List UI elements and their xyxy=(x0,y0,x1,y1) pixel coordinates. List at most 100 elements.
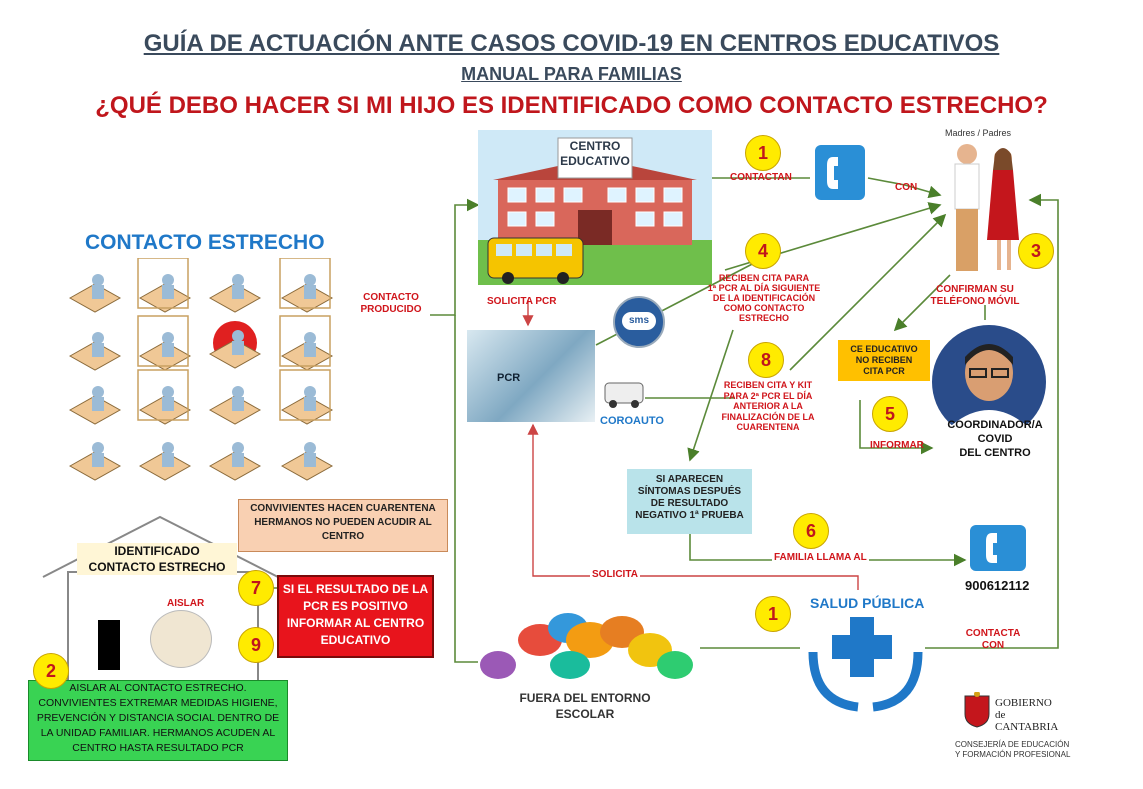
res-line3: INFORMAR AL CENTRO xyxy=(286,616,425,630)
sintomas-line3: DE RESULTADO xyxy=(650,498,729,509)
gob-line3: CANTABRIA xyxy=(995,721,1059,733)
consejeria-label: CONSEJERÍA DE EDUCACIÓN Y FORMACIÓN PROF… xyxy=(955,740,1070,760)
reciben-cita-1-text: RECIBEN CITA PARA 1ª PCR AL DÍA SIGUIENT… xyxy=(700,273,828,323)
ident-line1: IDENTIFICADO xyxy=(114,544,200,558)
solicita-label: SOLICITA xyxy=(590,569,640,580)
green-line1: AISLAR AL CONTACTO ESTRECHO. xyxy=(69,682,247,694)
madres-padres-label: Madres / Padres xyxy=(945,128,1012,138)
contacto-producido-label: CONTACTO PRODUCIDO xyxy=(355,292,427,316)
res-line4: EDUCATIVO xyxy=(320,633,391,647)
step-4: 4 xyxy=(745,233,781,269)
confirman-line1: CONFIRMAN SU xyxy=(936,284,1014,295)
rc1-line4: COMO CONTACTO xyxy=(723,303,805,313)
reciben-cita-2-text: RECIBEN CITA Y KIT PARA 2ª PCR EL DÍA AN… xyxy=(708,380,828,433)
sms-bubble-icon: sms xyxy=(613,296,665,348)
contacta-line1: CONTACTA xyxy=(965,628,1021,639)
step-6: 6 xyxy=(793,513,829,549)
ident-line2: CONTACTO ESTRECHO xyxy=(88,560,226,574)
salud-publica-label: SALUD PÚBLICA xyxy=(810,595,925,611)
coord-line1: COORDINADOR/A xyxy=(947,419,1043,431)
step-1-top: 1 xyxy=(745,135,781,171)
parents-figures-icon xyxy=(954,144,1019,271)
ce-line2: NO RECIBEN xyxy=(855,355,913,365)
rc1-line1: RECIBEN CITA PARA xyxy=(718,273,810,283)
cons-line1: CONSEJERÍA DE EDUCACIÓN xyxy=(955,740,1070,749)
rc1-line2: 1ª PCR AL DÍA SIGUIENTE xyxy=(707,283,821,293)
cons-line2: Y FORMACIÓN PROFESIONAL xyxy=(955,750,1071,759)
step-7: 7 xyxy=(238,570,274,606)
speech-bubbles-icon xyxy=(480,613,693,679)
sintomas-line4: NEGATIVO 1ª PRUEBA xyxy=(635,510,744,521)
health-cross-hands-icon xyxy=(808,617,923,712)
rc2-line3: ANTERIOR A LA xyxy=(733,401,803,411)
solicita-pcr-label: SOLICITA PCR xyxy=(487,296,557,307)
step-9: 9 xyxy=(238,627,274,663)
rc2-line5: CUARENTENA xyxy=(736,422,800,432)
pcr-swab-photo: PCR xyxy=(467,330,595,422)
aislar-desk-icon xyxy=(150,610,212,668)
coordinator-avatar-icon xyxy=(932,325,1046,425)
sms-text: sms xyxy=(622,312,656,330)
cantabria-shield-icon xyxy=(964,692,990,728)
main-title: GUÍA DE ACTUACIÓN ANTE CASOS COVID-19 EN… xyxy=(143,30,1000,57)
rc1-line3: DE LA IDENTIFICACIÓN xyxy=(712,293,816,303)
res-line1: SI EL RESULTADO DE LA xyxy=(282,582,429,596)
contacto-producido-line2: PRODUCIDO xyxy=(360,304,422,315)
step-3: 3 xyxy=(1018,233,1054,269)
gob-line1: GOBIERNO xyxy=(995,697,1052,709)
step-5: 5 xyxy=(872,396,908,432)
sintomas-box: SI APARECEN SÍNTOMAS DESPUÉS DE RESULTAD… xyxy=(627,469,752,534)
sintomas-line2: SÍNTOMAS DESPUÉS xyxy=(637,486,742,497)
fuera-line1: FUERA DEL ENTORNO xyxy=(519,691,651,705)
rc2-line4: FINALIZACIÓN DE LA xyxy=(721,411,815,422)
green-line2: CONVIVIENTES EXTREMAR MEDIDAS HIGIENE, xyxy=(38,697,278,709)
gob-line2: de xyxy=(995,709,1006,721)
contacta-con-label: CONTACTA CON xyxy=(960,628,1026,652)
identificado-box: IDENTIFICADO CONTACTO ESTRECHO xyxy=(77,543,237,575)
pcr-text: PCR xyxy=(497,372,521,384)
rc2-line2: PARA 2ª PCR EL DÍA xyxy=(723,390,813,401)
confirman-line2: TELÉFONO MÓVIL xyxy=(930,296,1020,307)
conv-line1: CONVIVIENTES HACEN CUARENTENA xyxy=(250,503,436,514)
rc1-line5: ESTRECHO xyxy=(738,313,789,323)
contacto-producido-line1: CONTACTO xyxy=(363,292,419,303)
green-line3: PREVENCIÓN Y DISTANCIA SOCIAL DENTRO DE xyxy=(36,712,280,724)
centro-line2: EDUCATIVO xyxy=(560,154,630,168)
conv-line2: HERMANOS NO PUEDEN ACUDIR AL xyxy=(254,517,432,528)
res-line2: PCR ES POSITIVO xyxy=(303,599,408,613)
contactan-label: CONTACTAN xyxy=(730,172,792,183)
aislar-label: AISLAR xyxy=(167,598,205,609)
step-2: 2 xyxy=(33,653,69,689)
rc2-line1: RECIBEN CITA Y KIT xyxy=(723,380,813,390)
ce-educativo-box: CE EDUCATIVO NO RECIBEN CITA PCR xyxy=(838,340,930,381)
con-label: CON xyxy=(895,182,918,193)
step-1-bottom: 1 xyxy=(755,596,791,632)
confirman-label: CONFIRMAN SU TELÉFONO MÓVIL xyxy=(925,284,1025,308)
familia-llama-label: FAMILIA LLAMA AL xyxy=(772,552,869,563)
telefono-number: 900612112 xyxy=(965,578,1030,593)
question-title: ¿QUÉ DEBO HACER SI MI HIJO ES IDENTIFICA… xyxy=(95,92,1048,119)
fuera-entorno-label: FUERA DEL ENTORNO ESCOLAR xyxy=(495,690,675,722)
school-building-icon xyxy=(478,130,712,285)
coroauto-van-icon xyxy=(604,382,644,408)
sintomas-line1: SI APARECEN xyxy=(655,474,724,485)
coroauto-label: COROAUTO xyxy=(600,415,664,427)
centro-line1: CENTRO xyxy=(569,139,621,153)
fuera-line2: ESCOLAR xyxy=(555,707,615,721)
conv-line3: CENTRO xyxy=(321,531,365,542)
phone-icon xyxy=(815,145,865,200)
convivientes-box: CONVIVIENTES HACEN CUARENTENA HERMANOS N… xyxy=(238,499,448,552)
phone-icon-2 xyxy=(970,525,1026,571)
contacto-estrecho-title: CONTACTO ESTRECHO xyxy=(85,231,325,254)
subtitle: MANUAL PARA FAMILIAS xyxy=(461,64,682,84)
green-line5: CENTRO HASTA RESULTADO PCR xyxy=(72,742,244,754)
coord-line3: DEL CENTRO xyxy=(959,447,1031,459)
centro-label: CENTRO EDUCATIVO xyxy=(560,139,630,169)
informar-label: INFORMAR xyxy=(870,440,924,451)
green-line4: LA UNIDAD FAMILIAR. HERMANOS ACUDEN AL xyxy=(40,727,276,739)
coordinador-label: COORDINADOR/A COVID DEL CENTRO xyxy=(935,418,1055,460)
ce-line3: CITA PCR xyxy=(863,366,905,376)
student-desk-grid xyxy=(69,258,333,481)
resultado-box: SI EL RESULTADO DE LA PCR ES POSITIVO IN… xyxy=(277,575,434,658)
step-8: 8 xyxy=(748,342,784,378)
